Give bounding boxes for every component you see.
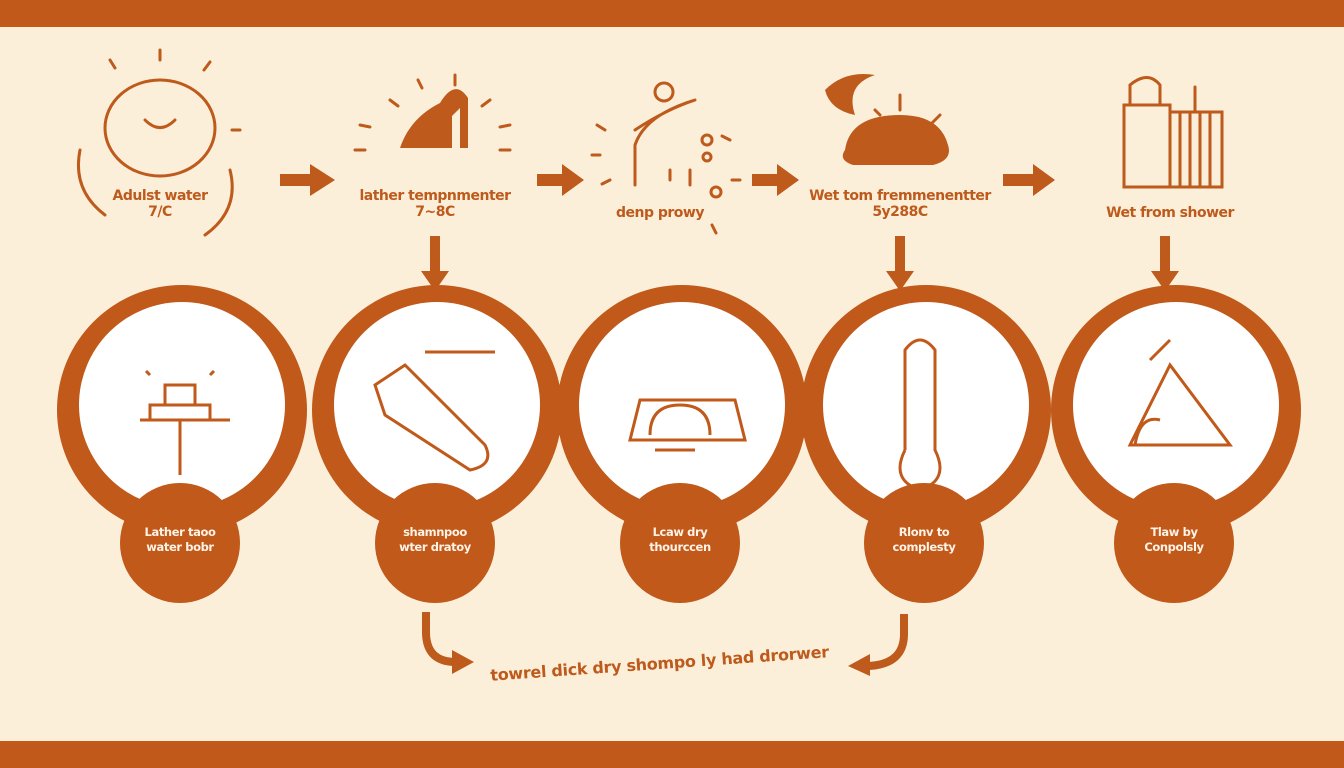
cloud-icon (873, 93, 942, 125)
sun-icon (76, 48, 242, 237)
step-title: lather tempnmenter (359, 188, 511, 204)
step-temp: 7/C (148, 204, 172, 220)
step-line2: water bobr (146, 540, 214, 554)
step-line1: shamnpoo (403, 525, 467, 539)
cabinet-icon (1122, 76, 1224, 189)
step-line1: Lcaw dry (652, 525, 708, 539)
top-band (0, 0, 1344, 27)
step-line2: thourccen (649, 540, 711, 554)
thermometer-icon (898, 338, 942, 492)
top-step-label: Wet from shower (1060, 205, 1280, 221)
step-title: denp prowy (616, 205, 704, 221)
bottom-band (0, 741, 1344, 768)
step-line1: Tlaw by (1150, 525, 1198, 539)
step-line2: wter dratoy (399, 540, 471, 554)
shower-head-icon (353, 73, 512, 152)
towel-icon (1127, 338, 1233, 447)
shower-head-shape (400, 89, 468, 148)
step-circle (1073, 302, 1279, 508)
arrows (280, 164, 1179, 291)
step-title: Adulst water (112, 188, 209, 204)
step-line2: Conpolsly (1144, 540, 1204, 554)
cloud-shape (842, 115, 949, 165)
step-badge (120, 483, 240, 603)
step-line2: complesty (892, 540, 956, 554)
step-badge (375, 483, 495, 603)
step-badge (864, 483, 984, 603)
step-badge (620, 483, 740, 603)
spray-icon (590, 81, 742, 235)
step-circle (823, 302, 1029, 508)
moon-shape (825, 74, 875, 115)
top-step-label: denp prowy (550, 205, 770, 221)
step-temp: 5y288C (872, 204, 928, 220)
device-icon (628, 398, 747, 452)
step-title: Wet from shower (1106, 205, 1234, 221)
step-temp: 7~8C (415, 204, 455, 220)
curved-arrows (422, 612, 908, 670)
step-circle (334, 302, 540, 508)
hair-dryer-icon (373, 350, 495, 472)
step-badge (1114, 483, 1234, 603)
step-line1: Rlonv to (898, 525, 950, 539)
faucet-icon (140, 369, 230, 475)
step-line1: Lather taoo (144, 525, 216, 539)
step-title: Wet tom fremmenentter (809, 188, 991, 204)
